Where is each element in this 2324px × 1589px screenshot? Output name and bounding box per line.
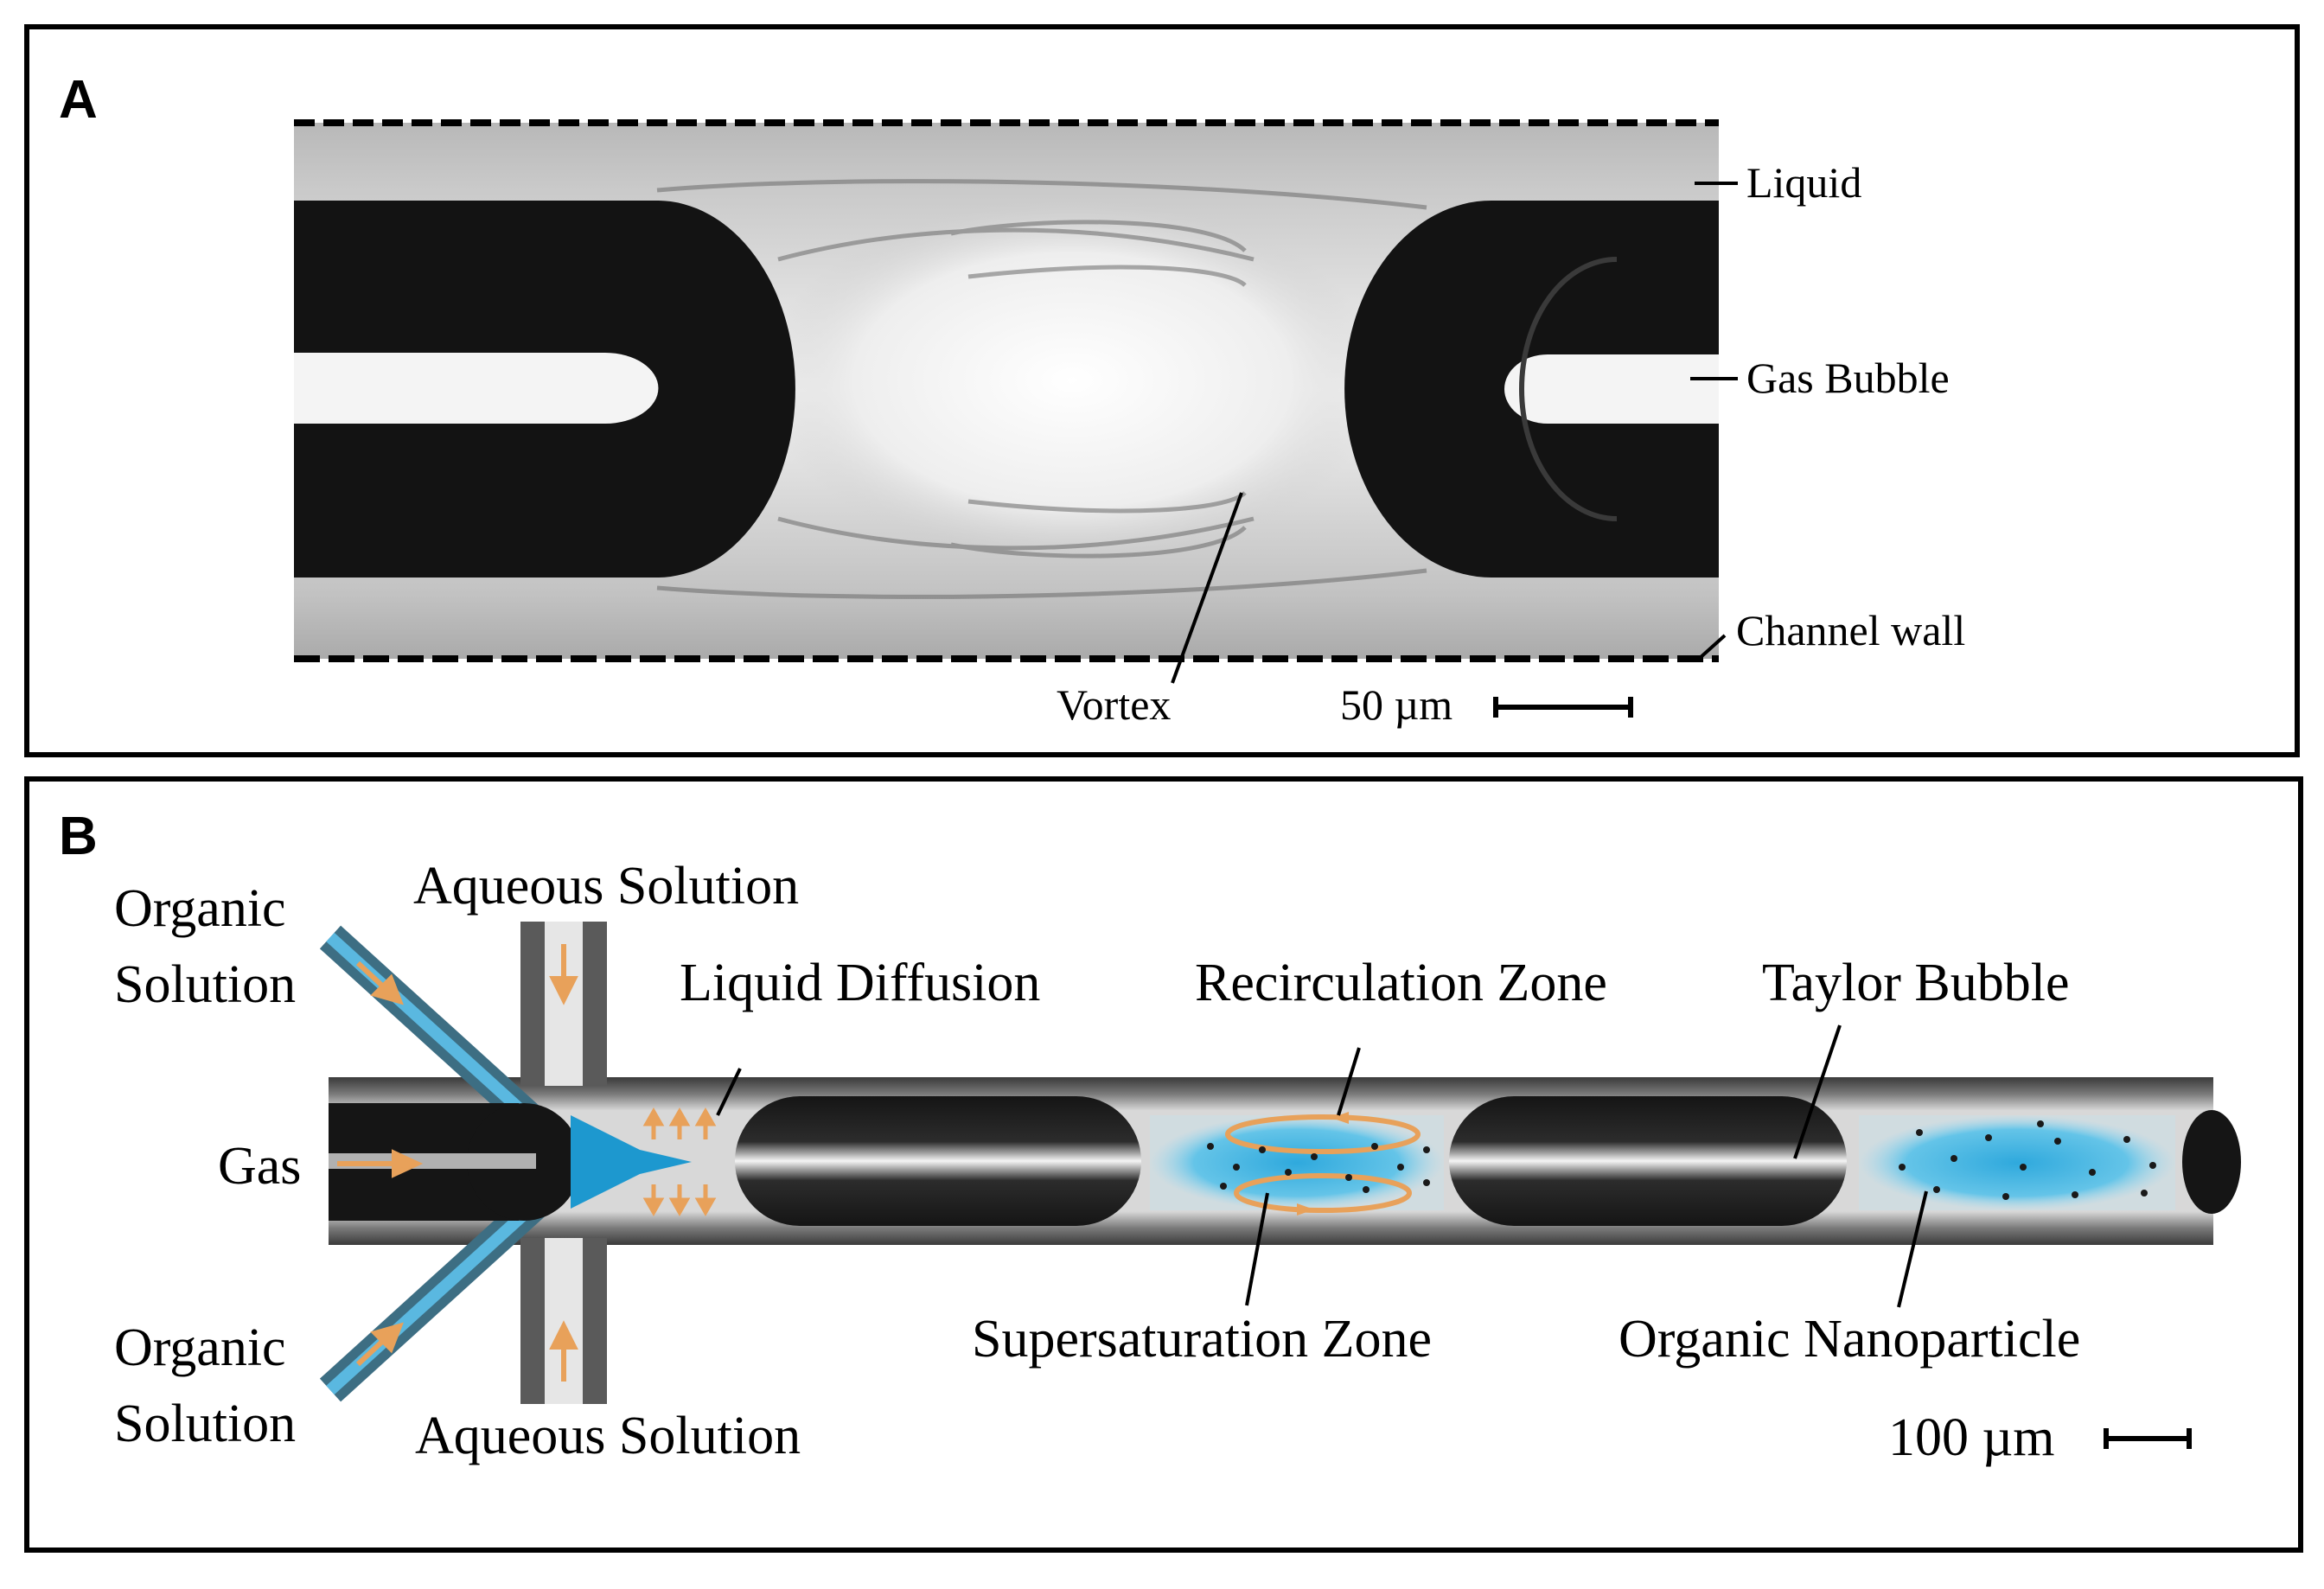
nanoparticle-dots [1207,1120,2156,1200]
label-gas: Gas [218,1137,302,1196]
label-scale-a: 50 µm [1340,680,1453,729]
label-aqueous-bottom: Aqueous Solution [415,1407,801,1465]
panel-b-micrograph [319,922,2241,1449]
label-organic-top-2: Solution [114,955,297,1014]
leader-vortex [1171,492,1243,684]
label-organic-top-1: Organic [114,879,286,938]
taylor-bubble-1 [735,1096,1141,1226]
leader-recirculation [1337,1047,1361,1116]
bubble-rim-right [1519,257,1618,521]
panel-a-micrograph [294,119,1738,718]
label-supersaturation-zone: Supersaturation Zone [972,1310,1433,1369]
panel-letter-a: A [59,70,98,130]
leader-liquid-diffusion [716,1068,742,1116]
label-aqueous-top: Aqueous Solution [413,857,800,916]
flow-streaks [656,179,1427,599]
label-liquid-diffusion: Liquid Diffusion [680,954,1041,1012]
recirculation-zone [1150,1115,1444,1210]
label-organic-nanoparticle: Organic Nanoparticle [1618,1310,2081,1369]
label-gas-bubble: Gas Bubble [1746,354,1950,402]
label-organic-bottom-1: Organic [114,1318,286,1377]
taylor-bubble-3 [2182,1110,2241,1214]
vortex-region [761,199,1383,562]
label-liquid: Liquid [1746,158,1862,207]
leader-taylor-bubble [1793,1024,1842,1159]
panel-letter-b: B [59,807,98,866]
bubble-highlight-left [294,353,659,424]
scale-bar-b [2104,1428,2192,1449]
leader-channel-wall [1697,634,1727,660]
taylor-bubble-2 [1449,1096,1847,1226]
label-vortex: Vortex [1057,680,1172,729]
recirculation-loops [1225,1114,1421,1213]
label-organic-bottom-2: Solution [114,1394,297,1453]
scale-bar-a [1493,697,1633,718]
label-scale-b: 100 µm [1888,1408,2055,1467]
diffusion-arrows [642,1107,717,1217]
label-channel-wall: Channel wall [1736,606,1966,654]
nanoparticle-zone [1859,1115,2175,1210]
leader-nanoparticle [1897,1190,1928,1308]
leader-supersaturation [1245,1192,1269,1306]
label-recirculation-zone: Recirculation Zone [1195,954,1607,1012]
flow-arrows [337,944,578,1382]
bubble-highlight-right [1504,354,1719,424]
label-taylor-bubble: Taylor Bubble [1762,954,2070,1012]
focusing-cone [571,1115,692,1209]
recirculation-arrowheads [1297,1112,1349,1216]
